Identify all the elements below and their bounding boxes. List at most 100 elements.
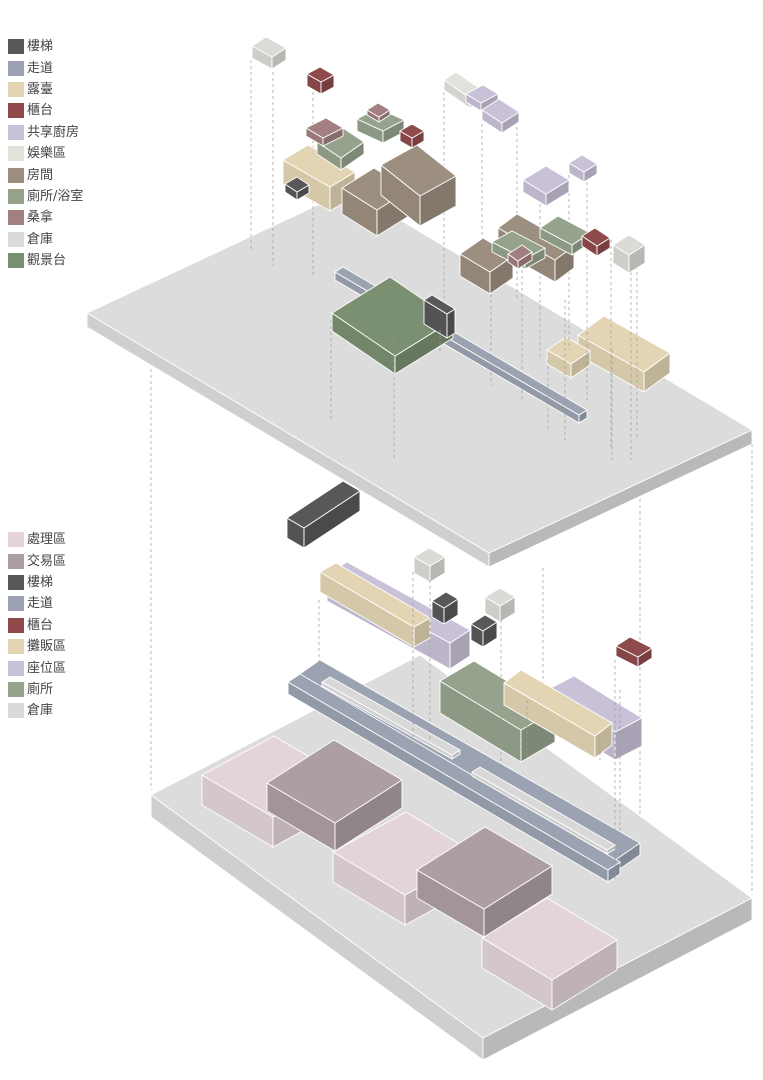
terrace-block-top-face (577, 315, 671, 373)
storage-block (612, 234, 646, 274)
corridor-gap (321, 676, 461, 760)
legend-swatch (8, 660, 24, 676)
legend-label: 走道 (27, 60, 54, 76)
legend-item-stall: 攤販區 (8, 636, 66, 657)
legend-label: 桑拿 (27, 210, 54, 226)
legend-upper-floor: 樓梯 走道 露臺 櫃台 共享廚房 娛樂區 房間 廁所/浴室 桑拿 倉庫 觀景台 (8, 36, 83, 271)
legend-item-counter: 櫃台 (8, 615, 66, 636)
shared-kitchen-block (522, 165, 570, 207)
storage-block (251, 36, 287, 70)
stair-block (470, 614, 498, 648)
legend-label: 露臺 (27, 81, 54, 97)
terrace-block (546, 336, 591, 379)
legend-item-toilet: 廁所 (8, 679, 66, 700)
corridor-gap-top-face (471, 766, 616, 851)
shared-kitchen-block-top-face (522, 165, 570, 195)
legend-swatch (8, 103, 24, 119)
sauna-block (305, 117, 344, 147)
stall-block (319, 562, 431, 648)
processing-zone-block (481, 897, 618, 1011)
room-block (380, 144, 457, 227)
legend-item-corridor: 走道 (8, 593, 66, 614)
legend-item-terrace: 露臺 (8, 79, 83, 100)
legend-item-entertainment: 娛樂區 (8, 143, 83, 164)
storage-block-top-face (413, 547, 446, 567)
shared-kitchen-block (481, 98, 520, 134)
leader-lines (150, 363, 753, 985)
legend-swatch (8, 532, 24, 548)
legend-item-stair: 樓梯 (8, 572, 66, 593)
terrace-block-top-face (546, 336, 591, 365)
corridor-block-top-face (287, 673, 621, 871)
sauna-block-top-face (507, 244, 533, 262)
stair-block-top-face (423, 294, 456, 315)
observation-deck-block (331, 276, 454, 375)
legend-item-stair: 樓梯 (8, 36, 83, 57)
stair-block-top-face (284, 176, 310, 193)
legend-label: 娛樂區 (27, 146, 67, 162)
legend-swatch (8, 253, 24, 269)
legend-item-storage: 倉庫 (8, 229, 83, 250)
counter-block (581, 227, 611, 257)
legend-item-observation-deck: 觀景台 (8, 250, 83, 271)
counter-block (306, 66, 335, 95)
stair-block (431, 591, 459, 625)
shared-kitchen-block (568, 154, 598, 183)
legend-swatch (8, 124, 24, 140)
terrace-block-top-face (282, 144, 356, 188)
legend-item-corridor: 走道 (8, 57, 83, 78)
legend-label: 房間 (27, 167, 54, 183)
corridor-block (287, 673, 621, 883)
legend-swatch (8, 703, 24, 719)
storage-block-top-face (251, 36, 287, 58)
legend-label: 倉庫 (27, 703, 54, 719)
stair-block (284, 176, 310, 201)
counter-block-top-face (306, 66, 335, 83)
legend-swatch (8, 617, 24, 633)
legend-label: 廁所/浴室 (27, 188, 84, 204)
lower-floor-plate (150, 480, 753, 1061)
sauna-block-top-face (305, 117, 344, 139)
legend-label: 樓梯 (27, 574, 54, 590)
counter-block-top-face (581, 227, 611, 247)
stair-block (423, 294, 456, 339)
terrace-block (577, 315, 671, 393)
counter-block-top-face (615, 636, 653, 658)
legend-label: 櫃台 (27, 617, 54, 633)
room-block (459, 237, 514, 295)
legend-label: 倉庫 (27, 231, 54, 247)
legend-item-shared-kitchen: 共享廚房 (8, 122, 83, 143)
legend-label: 櫃台 (27, 103, 54, 119)
legend-item-storage: 倉庫 (8, 700, 66, 721)
legend-swatch (8, 210, 24, 226)
counter-block (399, 123, 425, 149)
stair-block-top-face (431, 591, 459, 609)
legend-label: 攤販區 (27, 639, 67, 655)
room-block-top-face (380, 144, 457, 197)
legend-swatch (8, 60, 24, 76)
legend-swatch (8, 553, 24, 569)
legend-item-trading: 交易區 (8, 550, 66, 571)
sauna-block (507, 244, 533, 270)
legend-lower-floor: 處理區 交易區 樓梯 走道 櫃台 攤販區 座位區 廁所 倉庫 (8, 529, 66, 722)
legend-swatch (8, 639, 24, 655)
legend-label: 交易區 (27, 553, 67, 569)
storage-block-top-face (484, 587, 516, 607)
upper-floor-slab (86, 189, 753, 568)
counter-block-top-face (399, 123, 425, 139)
legend-label: 走道 (27, 596, 54, 612)
shared-kitchen-block-top-face (481, 98, 520, 124)
upper-floor-plate (86, 36, 753, 568)
trading-zone-block-top-face (416, 826, 553, 910)
legend-item-seating: 座位區 (8, 657, 66, 678)
legend-swatch (8, 231, 24, 247)
legend-label: 觀景台 (27, 253, 67, 269)
legend-swatch (8, 81, 24, 97)
legend-label: 座位區 (27, 660, 67, 676)
legend-item-restroom-bath: 廁所/浴室 (8, 186, 83, 207)
storage-block-top-face (612, 234, 646, 256)
legend-item-sauna: 桑拿 (8, 207, 83, 228)
stair-block-top-face (470, 614, 498, 632)
legend-label: 樓梯 (27, 39, 54, 55)
